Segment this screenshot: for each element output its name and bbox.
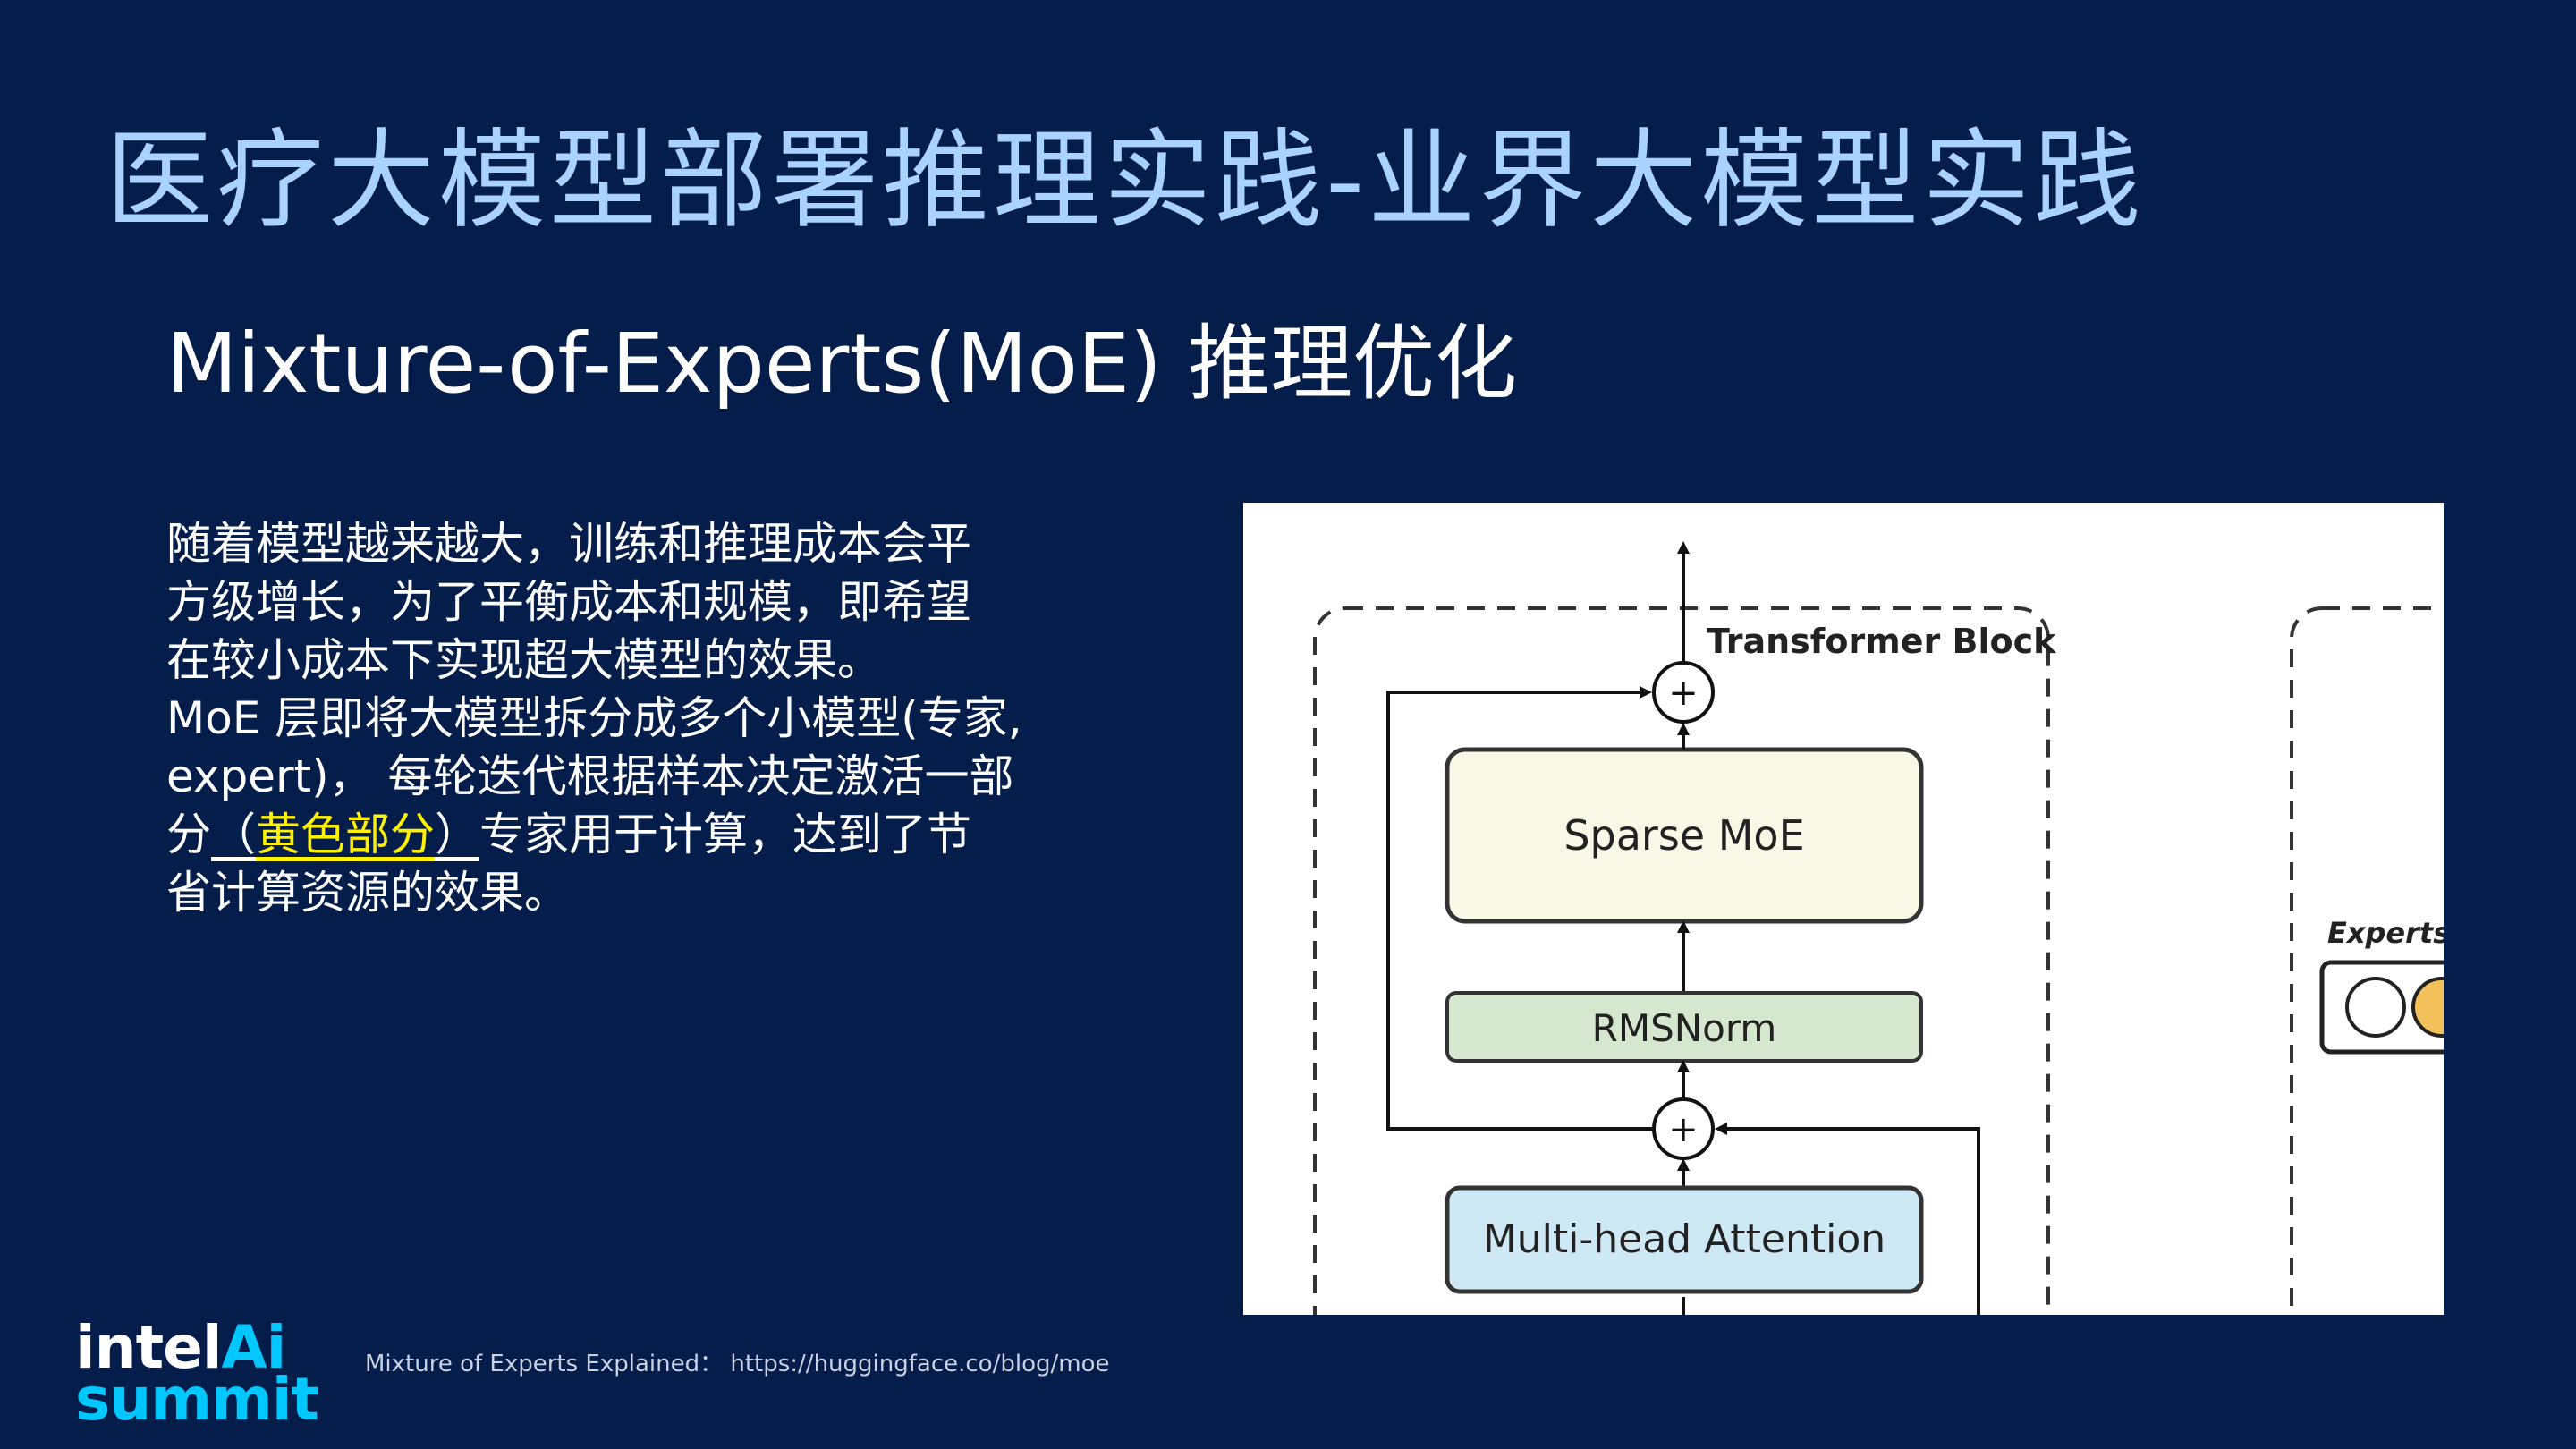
body-line-2: 方级增长，为了平衡成本和规模，即希望 [166, 576, 971, 628]
top-add-circle [1652, 661, 1715, 724]
expert-active-circle [2411, 977, 2444, 1038]
logo-ai: Ai [221, 1313, 287, 1382]
intel-ai-summit-logo: intelAi summit [75, 1318, 319, 1434]
experts-container [2290, 606, 2444, 1315]
body-line-4: MoE 层即将大模型拆分成多个小模型(专家, [166, 692, 1022, 744]
body-line-6: 分（黄色部分）专家用于计算，达到了节 [166, 806, 1114, 864]
logo-summit: summit [75, 1365, 319, 1434]
transformer-block-label: Transformer Block [1707, 622, 2056, 661]
top-add-symbol: + [1668, 673, 1699, 714]
reference-footnote: Mixture of Experts Explained： https://hu… [365, 1351, 1110, 1377]
paren-open: （ [211, 809, 256, 860]
experts-label: Experts [2327, 916, 2444, 950]
slide-title: 医疗大模型部署推理实践-业界大模型实践 [106, 119, 2145, 243]
body-line-5: expert)， 每轮迭代根据样本决定激活一部 [166, 750, 1014, 802]
attention-label: Multi-head Attention [1483, 1216, 1885, 1262]
residual-arrow-upper [1386, 686, 1683, 1131]
body-line-6-suffix: 专家用于计算，达到了节 [479, 809, 971, 860]
body-line-3: 在较小成本下实现超大模型的效果。 [166, 634, 882, 686]
section-title: Mixture-of-Experts(MoE) 推理优化 [166, 316, 1518, 411]
expert-inactive-circle [2345, 977, 2406, 1038]
body-line-6-prefix: 分 [166, 809, 211, 860]
rmsnorm-label: RMSNorm [1592, 1006, 1777, 1050]
sparse-moe-label: Sparse MoE [1563, 811, 1804, 860]
logo-intel: intel [75, 1313, 223, 1382]
moe-diagram-figure: + Transformer Block Sparse MoE RMSNorm +… [1243, 503, 2444, 1315]
highlight-yellow-part: 黄色部分 [256, 809, 435, 860]
body-text: 随着模型越来越大，训练和推理成本会平 方级增长，为了平衡成本和规模，即希望 在较… [166, 515, 1114, 922]
body-line-1: 随着模型越来越大，训练和推理成本会平 [166, 518, 971, 570]
body-line-7: 省计算资源的效果。 [166, 867, 569, 919]
paren-close: ） [435, 809, 479, 860]
residual-arrow-lower [1715, 1123, 1980, 1315]
attention-box [1445, 1185, 1924, 1294]
moe-diagram-svg: + Transformer Block Sparse MoE RMSNorm +… [1313, 541, 2444, 1315]
lower-add-symbol: + [1668, 1109, 1699, 1150]
